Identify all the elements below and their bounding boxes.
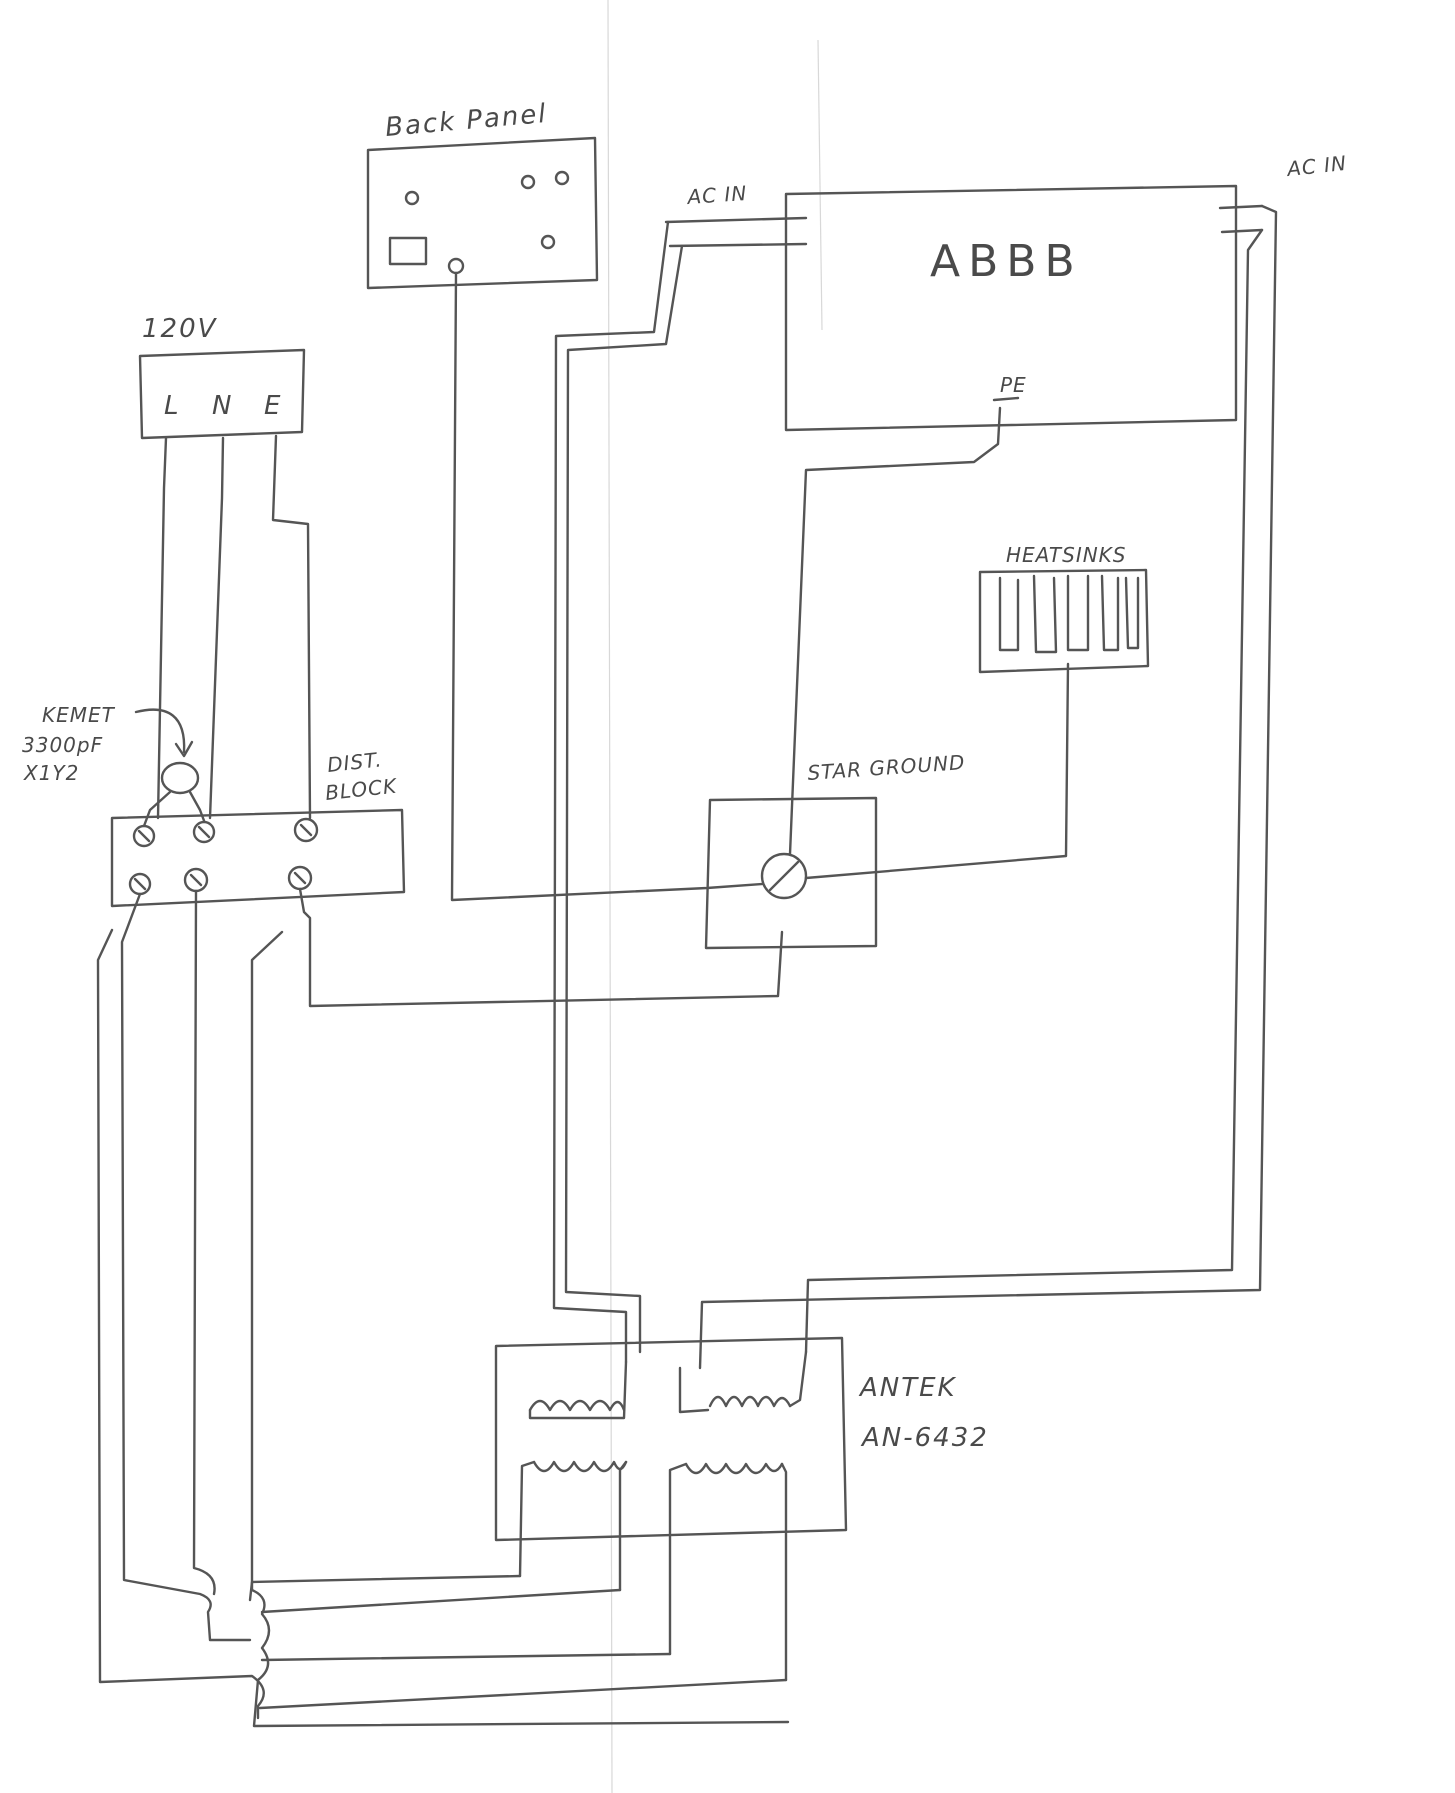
pe-label: PE: [1000, 373, 1027, 397]
primary-winding-1-leads: [528, 1360, 628, 1420]
mains-supply: 120V L N E: [138, 314, 306, 440]
capacitor-lead-left: [142, 790, 172, 828]
heatsink-ground-wire: [804, 662, 1070, 880]
terminal-screw-slots: [133, 823, 313, 891]
mains-terminal-block: [138, 348, 306, 440]
secondary-winding-1: [532, 1460, 628, 1473]
back-panel-hole: [540, 234, 556, 250]
capacitor-label-arrow: [134, 708, 186, 754]
paper-fold-line: [607, 0, 613, 1793]
capacitor-arrowhead: [174, 740, 194, 758]
transformer-label-line1: ANTEK: [858, 1373, 957, 1403]
dist-live-output-wire: [120, 892, 252, 1642]
ac-in-left-wire-2: [564, 244, 684, 1354]
transformer-label-line2: AN-6432: [860, 1423, 989, 1453]
terminal-label-e: E: [264, 391, 282, 421]
ac-in-right-label: AC IN: [1284, 151, 1348, 181]
dist-earth-output-wire: [250, 930, 790, 1728]
secondary-wire-d: [258, 1678, 788, 1710]
terminal-label-n: N: [212, 391, 233, 421]
capacitor-label-line2: 3300pF: [22, 733, 103, 757]
heatsinks: HEATSINKS: [978, 543, 1150, 674]
ac-in-left-wire-1: [552, 220, 670, 1364]
primary-winding-2: [708, 1395, 792, 1408]
distribution-block: DIST. BLOCK: [110, 747, 406, 908]
ac-in-left-label: AC IN: [685, 181, 748, 209]
transformer-outline: [494, 1336, 848, 1542]
back-panel: Back Panel: [366, 99, 599, 290]
terminal-label-l: L: [164, 391, 181, 421]
secondary-wire-a: [248, 1574, 522, 1602]
primary-winding-1: [528, 1399, 626, 1412]
earth-wire: [271, 434, 312, 820]
back-panel-ground-lug: [447, 257, 465, 275]
star-ground: STAR GROUND: [704, 750, 966, 950]
primary-winding-2-leads: [678, 1350, 808, 1414]
star-ground-plate: [704, 796, 878, 950]
heatsink-outline: [978, 568, 1150, 674]
secondary-winding-2-leads: [668, 1462, 788, 1682]
ac-in-left-terminals: [664, 216, 808, 248]
supply-label: 120V: [142, 314, 218, 344]
heatsink-fins: [998, 574, 1140, 654]
distribution-block-outline: [110, 808, 406, 908]
live-wire: [156, 436, 168, 820]
dist-outer-wire: [96, 928, 265, 1720]
back-panel-label: Back Panel: [384, 99, 549, 143]
ac-in-right-wire-2: [804, 228, 1264, 1354]
dist-block-label-line2: BLOCK: [324, 773, 399, 804]
secondary-winding-1-leads: [518, 1460, 628, 1592]
dist-neutral-output-wire: [192, 889, 216, 1596]
capacitor-label-line1: KEMET: [42, 703, 116, 727]
capacitor-label-line3: X1Y2: [23, 761, 79, 785]
back-panel-hole: [520, 174, 536, 190]
capacitor-body: [160, 761, 200, 795]
ac-in-right-wire-1: [698, 204, 1278, 1370]
pe-ground-wire: [788, 406, 1002, 856]
dist-block-label-line1: DIST.: [326, 747, 383, 777]
pe-terminal: [992, 396, 1020, 402]
back-panel-hole: [554, 170, 570, 186]
secondary-wire-c: [260, 1652, 672, 1662]
star-ground-label: STAR GROUND: [807, 750, 966, 785]
back-panel-ground-wire: [450, 271, 778, 902]
abbb-module: ABBB AC IN AC IN PE: [664, 151, 1348, 432]
ac-in-right-terminals: [1218, 204, 1264, 234]
star-ground-bolt-slot: [768, 860, 800, 892]
antek-transformer: ANTEK AN-6432: [494, 1336, 989, 1682]
back-panel-hole: [404, 190, 420, 206]
paper-fold-line: [817, 39, 823, 331]
back-panel-outline: [366, 136, 599, 290]
heatsinks-label: HEATSINKS: [1006, 543, 1126, 567]
x1y2-capacitor: KEMET 3300pF X1Y2: [22, 703, 208, 828]
abbb-module-label: ABBB: [930, 236, 1083, 287]
secondary-winding-2: [684, 1462, 784, 1475]
dist-block-earth-to-star-ground: [298, 887, 784, 1008]
capacitor-lead-right: [188, 790, 208, 828]
neutral-wire: [208, 436, 225, 820]
abbb-module-outline: [784, 184, 1238, 432]
back-panel-iec-cutout: [388, 236, 428, 266]
secondary-wire-b: [260, 1588, 622, 1614]
